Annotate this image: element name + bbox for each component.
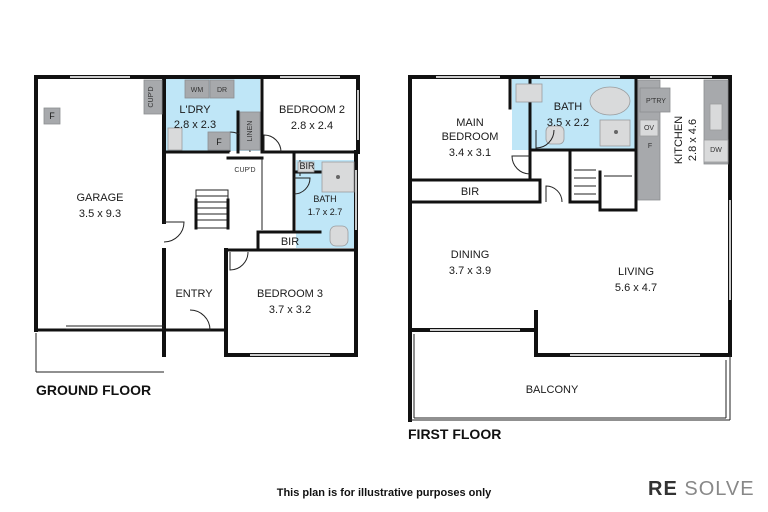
- dining-name: DINING: [451, 249, 490, 261]
- garage-name: GARAGE: [76, 192, 123, 204]
- bathtub: [589, 86, 631, 116]
- living-name: LIVING: [618, 266, 654, 278]
- laundry-fridge: [207, 131, 231, 151]
- kitchen-benches: [637, 79, 729, 201]
- brand-part2: SOLVE: [684, 478, 755, 500]
- first-bath-fixtures: [515, 83, 631, 147]
- wm-label: WM: [191, 87, 204, 94]
- ground-bath-size: 1.7 x 2.7: [308, 207, 343, 217]
- linen-cupboard: [239, 111, 261, 151]
- first-stairs: [574, 169, 632, 195]
- first-windows: [430, 76, 731, 356]
- ground-windows: [70, 76, 359, 356]
- main-bedroom-name-2: BEDROOM: [442, 131, 499, 143]
- bedroom3-name: BEDROOM 3: [257, 288, 323, 300]
- brand-logo: RE SOLVE: [648, 478, 755, 501]
- garage-size: 3.5 x 9.3: [79, 208, 121, 220]
- first-floor-title: FIRST FLOOR: [408, 426, 501, 442]
- ground-stairs: [194, 189, 230, 230]
- bedroom2-size: 2.8 x 2.4: [291, 120, 333, 132]
- dryer: [209, 79, 235, 99]
- living-size: 5.6 x 4.7: [615, 282, 657, 294]
- kitchen-sink: [709, 103, 723, 131]
- hall-cupd-label: CUP'D: [234, 167, 255, 174]
- pantry-label: P'TRY: [646, 98, 666, 105]
- bedroom2-name: BEDROOM 2: [279, 104, 345, 116]
- toilet-upper: [545, 125, 565, 145]
- laundry-f-label: F: [216, 137, 222, 147]
- balcony-name: BALCONY: [526, 384, 579, 396]
- pantry: [639, 87, 671, 113]
- washing-machine: [184, 79, 210, 99]
- brand-part1: RE: [648, 478, 678, 500]
- ground-bath-name: BATH: [313, 194, 336, 204]
- linen-label: LINEN: [247, 121, 254, 142]
- ground-fixtures: [43, 79, 355, 247]
- laundry-tub: [167, 127, 183, 151]
- laundry-name: L'DRY: [179, 104, 211, 116]
- dr-label: DR: [217, 87, 227, 94]
- kitchen-f-label: F: [648, 143, 652, 150]
- oven-label: OV: [644, 125, 654, 132]
- first-bir-label: BIR: [461, 186, 479, 198]
- entry-name: ENTRY: [175, 288, 213, 300]
- bed3-bir-label: BIR: [281, 236, 299, 248]
- bath-vanity-upper: [515, 83, 543, 103]
- disclaimer-text: This plan is for illustrative purposes o…: [276, 487, 492, 499]
- kitchen-size: 2.8 x 4.6: [687, 119, 699, 161]
- first-bath-name: BATH: [554, 101, 583, 113]
- garage-f-label: F: [49, 111, 55, 121]
- main-bedroom-name-1: MAIN: [456, 117, 484, 129]
- garage-cupboard: [143, 79, 163, 115]
- garage-cupd-label: CUP'D: [148, 86, 155, 107]
- ground-floor-plan: GARAGE 3.5 x 9.3 F CUP'D WM DR L'DRY 2.8…: [34, 75, 360, 398]
- kitchen-name: KITCHEN: [673, 116, 685, 164]
- bath-vanity: [297, 161, 315, 173]
- bedroom3-size: 3.7 x 3.2: [269, 304, 311, 316]
- bath-bir-label: BIR: [299, 161, 315, 171]
- first-bath-size: 3.5 x 2.2: [547, 117, 589, 129]
- dining-size: 3.7 x 3.9: [449, 265, 491, 277]
- laundry-size: 2.8 x 2.3: [174, 119, 216, 131]
- ground-floor-title: GROUND FLOOR: [36, 382, 151, 398]
- garage-fridge-tag: [43, 107, 61, 125]
- first-floor-plan: MAIN BEDROOM 3.4 x 3.1 BATH 3.5 x 2.2 P'…: [408, 75, 732, 442]
- first-doors: [511, 129, 563, 203]
- toilet: [329, 225, 349, 247]
- dw-label: DW: [710, 147, 722, 154]
- oven: [639, 119, 659, 137]
- main-bedroom-size: 3.4 x 3.1: [449, 147, 491, 159]
- dishwasher: [703, 139, 729, 163]
